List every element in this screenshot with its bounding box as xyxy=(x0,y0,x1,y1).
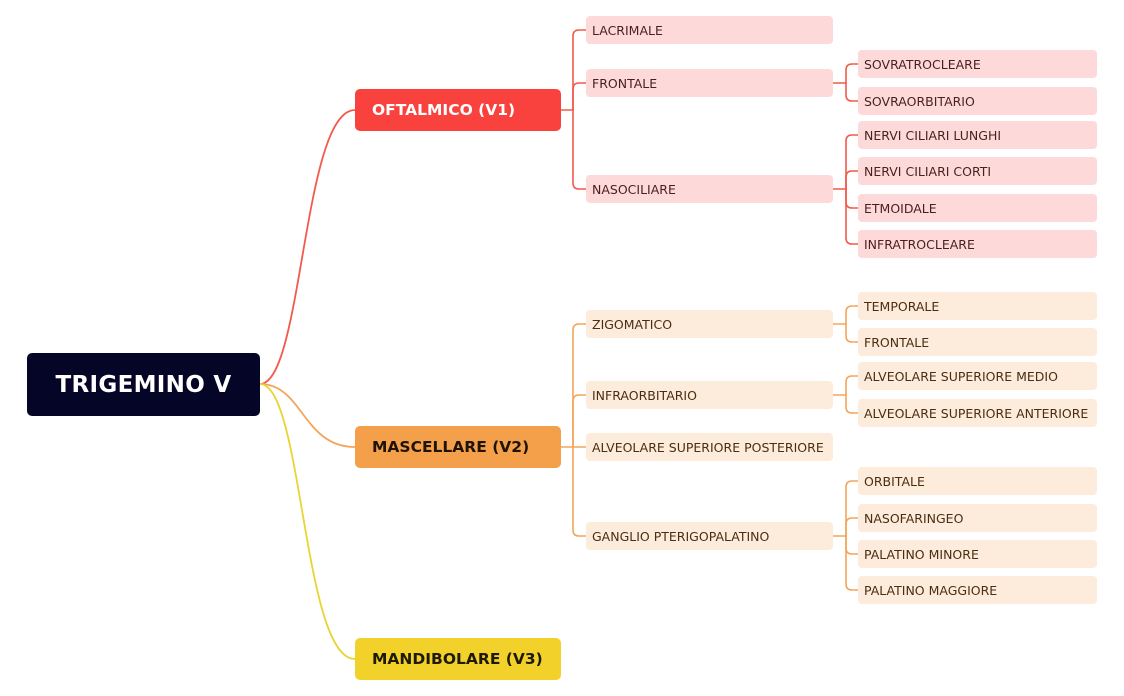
node-lacrimale[interactable]: LACRIMALE xyxy=(586,16,833,44)
node-nasociliare[interactable]: NASOCILIARE xyxy=(586,175,833,203)
v2-link-0 xyxy=(572,323,587,448)
node-alveolare-superiore-anteriore[interactable]: ALVEOLARE SUPERIORE ANTERIORE xyxy=(858,399,1097,427)
v2-link-1 xyxy=(572,394,587,448)
branch-node-mascellare[interactable]: MASCELLARE (V2) xyxy=(355,426,561,468)
node-orbitale[interactable]: ORBITALE xyxy=(858,467,1097,495)
v2-ganglio-link-3 xyxy=(845,535,859,591)
node-nasofaringeo[interactable]: NASOFARINGEO xyxy=(858,504,1097,532)
v2-ganglio-link-0 xyxy=(845,480,859,537)
node-infratrocleare[interactable]: INFRATROCLEARE xyxy=(858,230,1097,258)
node-alveolare-superiore-posteriore[interactable]: ALVEOLARE SUPERIORE POSTERIORE xyxy=(586,433,833,461)
v2-infraorbitario-link-1 xyxy=(845,394,859,414)
v1-link-2 xyxy=(572,109,587,190)
v2-link-3 xyxy=(572,446,587,537)
branch-node-oftalmico[interactable]: OFTALMICO (V1) xyxy=(355,89,561,131)
branch-node-mandibolare[interactable]: MANDIBOLARE (V3) xyxy=(355,638,561,680)
node-zigomatico[interactable]: ZIGOMATICO xyxy=(586,310,833,338)
node-nervi-ciliari-corti[interactable]: NERVI CILIARI CORTI xyxy=(858,157,1097,185)
node-sovratrocleare[interactable]: SOVRATROCLEARE xyxy=(858,50,1097,78)
node-frontale-v1[interactable]: FRONTALE xyxy=(586,69,833,97)
root-to-branch-1 xyxy=(259,383,356,448)
node-palatino-maggiore[interactable]: PALATINO MAGGIORE xyxy=(858,576,1097,604)
v2-infraorbitario-link-0 xyxy=(845,375,859,396)
node-infraorbitario[interactable]: INFRAORBITARIO xyxy=(586,381,833,409)
v1-link-1 xyxy=(572,82,587,111)
v1-nasociliare-link-1 xyxy=(845,170,859,190)
node-nervi-ciliari-lunghi[interactable]: NERVI CILIARI LUNGHI xyxy=(858,121,1097,149)
node-palatino-minore[interactable]: PALATINO MINORE xyxy=(858,540,1097,568)
v2-ganglio-link-2 xyxy=(845,535,859,555)
root-to-branch-0 xyxy=(259,109,356,385)
node-alveolare-superiore-medio[interactable]: ALVEOLARE SUPERIORE MEDIO xyxy=(858,362,1097,390)
node-sovraorbitario[interactable]: SOVRAORBITARIO xyxy=(858,87,1097,115)
node-etmoidale[interactable]: ETMOIDALE xyxy=(858,194,1097,222)
v1-nasociliare-link-2 xyxy=(845,188,859,209)
node-temporale[interactable]: TEMPORALE xyxy=(858,292,1097,320)
v2-zigomatico-link-1 xyxy=(845,323,859,343)
node-ganglio-pterigopalatino[interactable]: GANGLIO PTERIGOPALATINO xyxy=(586,522,833,550)
v2-zigomatico-link-0 xyxy=(845,305,859,325)
root-node[interactable]: TRIGEMINO V xyxy=(27,353,260,416)
v1-frontale-link-0 xyxy=(845,63,859,84)
v2-ganglio-link-1 xyxy=(845,517,859,537)
v1-nasociliare-link-0 xyxy=(845,134,859,190)
v1-link-0 xyxy=(572,29,587,111)
v1-frontale-link-1 xyxy=(845,82,859,102)
v1-nasociliare-link-3 xyxy=(845,188,859,245)
root-to-branch-2 xyxy=(259,383,356,660)
node-frontale-v2[interactable]: FRONTALE xyxy=(858,328,1097,356)
